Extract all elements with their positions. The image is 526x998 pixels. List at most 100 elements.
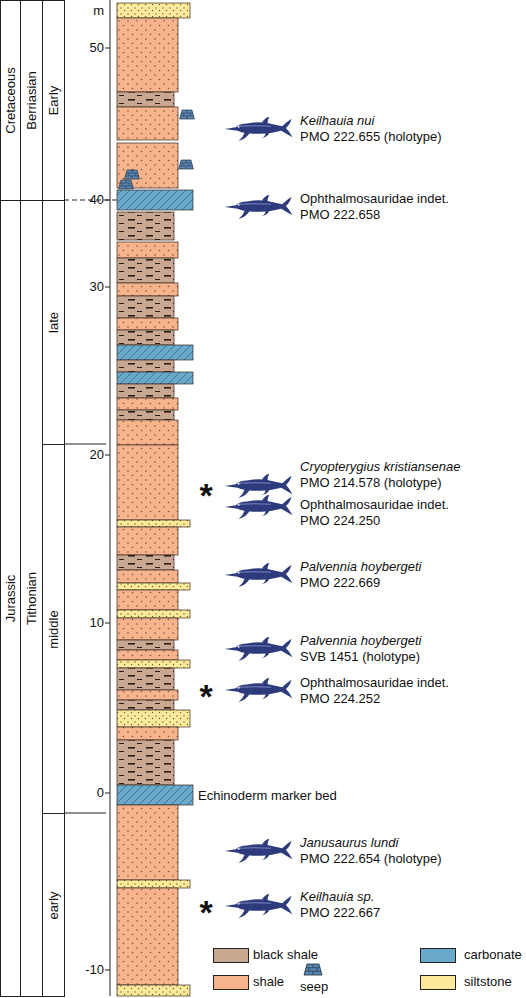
rock-layer <box>117 398 178 410</box>
legend-seep-symbol <box>304 964 322 975</box>
rock-layer <box>117 283 178 296</box>
depth-number: -10 <box>85 963 104 978</box>
rock-layer <box>117 330 174 345</box>
depth-number: 10 <box>90 616 104 631</box>
rock-layer <box>117 190 193 210</box>
rock-layer <box>117 700 174 710</box>
asterisk-mark: * <box>199 895 212 929</box>
specimen-label: Keilhauia sp. <box>300 890 374 905</box>
depth-number: 40 <box>90 193 104 208</box>
specimen-label: PMO 222.669 <box>300 576 380 591</box>
rock-layer <box>117 618 178 640</box>
rock-layer <box>117 650 178 660</box>
depth-number: 20 <box>90 448 104 463</box>
rock-layer <box>117 360 174 372</box>
rock-layer <box>117 985 190 996</box>
age-label: Jurassic <box>4 575 17 623</box>
rock-layer <box>117 384 174 398</box>
specimen-label: Palvennia hoybergeti <box>300 634 421 649</box>
specimen-label: Echinoderm marker bed <box>198 789 337 804</box>
specimen-label: PMO 222.655 (holotype) <box>300 130 442 145</box>
specimen-label: PMO 222.654 (holotype) <box>300 852 442 867</box>
specimen-label: Janusaurus lundi <box>300 836 398 851</box>
specimen-label: Ophthalmosauridae indet. <box>300 498 449 513</box>
rock-layer <box>117 420 178 445</box>
chronostrat-box: Early <box>42 0 65 201</box>
specimen-label: Palvennia hoybergeti <box>300 560 421 575</box>
rock-layer <box>117 690 178 700</box>
rock-layer <box>117 445 178 520</box>
rock-layer <box>117 242 178 258</box>
rock-layer <box>117 785 193 805</box>
specimen-label: PMO 214.578 (holotype) <box>300 476 442 491</box>
chronostrat-box: middle <box>42 444 65 814</box>
rock-layer <box>117 296 174 318</box>
rock-layer <box>117 3 190 18</box>
seep-symbols <box>119 110 195 189</box>
rock-layer <box>117 570 178 583</box>
rock-layer <box>117 520 190 527</box>
specimen-label: Keilhauia nui <box>300 114 374 129</box>
rock-layer <box>117 880 190 888</box>
age-label: Early <box>47 86 60 116</box>
rock-layer <box>117 345 193 360</box>
rock-layer <box>117 318 178 330</box>
specimen-label: PMO 224.250 <box>300 514 380 529</box>
legend-text: shale <box>253 975 284 990</box>
rock-layer <box>117 805 178 880</box>
depth-number: 50 <box>90 41 104 56</box>
rock-layer <box>117 710 190 727</box>
asterisk-mark: * <box>199 478 212 512</box>
rock-layer <box>117 212 174 240</box>
depth-number: m <box>93 4 104 19</box>
legend-swatch <box>420 948 456 963</box>
rock-layer <box>117 555 174 570</box>
chronostrat-box: late <box>42 200 65 445</box>
chronostrat-box: Jurassic <box>0 200 21 997</box>
legend-swatch <box>213 975 249 990</box>
chronostrat-box: Cretaceous <box>0 0 21 201</box>
depth-number: 0 <box>97 786 104 801</box>
asterisk-mark: * <box>199 679 212 713</box>
legend-text: black shale <box>253 948 318 963</box>
legend-text: seep <box>300 980 328 995</box>
legend-swatch <box>420 975 456 990</box>
age-label: late <box>47 312 60 333</box>
rock-layer <box>117 610 190 618</box>
rock-layer <box>117 92 174 107</box>
rock-layer <box>117 888 178 985</box>
age-label: Cretaceous <box>4 67 17 133</box>
rock-layer <box>117 590 178 610</box>
specimen-label: SVB 1451 (holotype) <box>300 650 420 665</box>
rock-layer <box>117 660 190 668</box>
rock-layer <box>117 740 174 785</box>
age-label: early <box>47 891 60 919</box>
specimen-label: Ophthalmosauridae indet. <box>300 192 449 207</box>
rock-layer <box>117 107 178 140</box>
chronostrat-box: Tithonian <box>20 200 43 997</box>
chronostrat-box: early <box>42 813 65 997</box>
age-label: Tithonian <box>25 572 38 625</box>
depth-number: 30 <box>90 280 104 295</box>
specimen-label: Ophthalmosauridae indet. <box>300 676 449 691</box>
specimen-label: Cryopterygius kristiansenae <box>300 460 460 475</box>
rock-layer <box>117 640 174 650</box>
age-label: Berriasian <box>25 71 38 130</box>
rock-layer <box>117 18 178 92</box>
rock-layer <box>117 258 174 283</box>
legend-text: carbonate <box>464 948 522 963</box>
age-label: middle <box>47 610 60 648</box>
specimen-label: PMO 222.667 <box>300 906 380 921</box>
chronostrat-box: Berriasian <box>20 0 43 201</box>
legend-swatch <box>213 948 249 963</box>
rock-layer <box>117 410 174 420</box>
legend-text: siltstone <box>464 975 512 990</box>
rock-layer <box>117 527 178 555</box>
rock-layer <box>117 372 193 384</box>
rock-layer <box>117 143 178 188</box>
rock-layer <box>117 583 190 590</box>
specimen-label: PMO 224.252 <box>300 692 380 707</box>
specimen-label: PMO 222.658 <box>300 208 380 223</box>
rock-layer <box>117 727 178 740</box>
rock-layer <box>117 668 174 690</box>
